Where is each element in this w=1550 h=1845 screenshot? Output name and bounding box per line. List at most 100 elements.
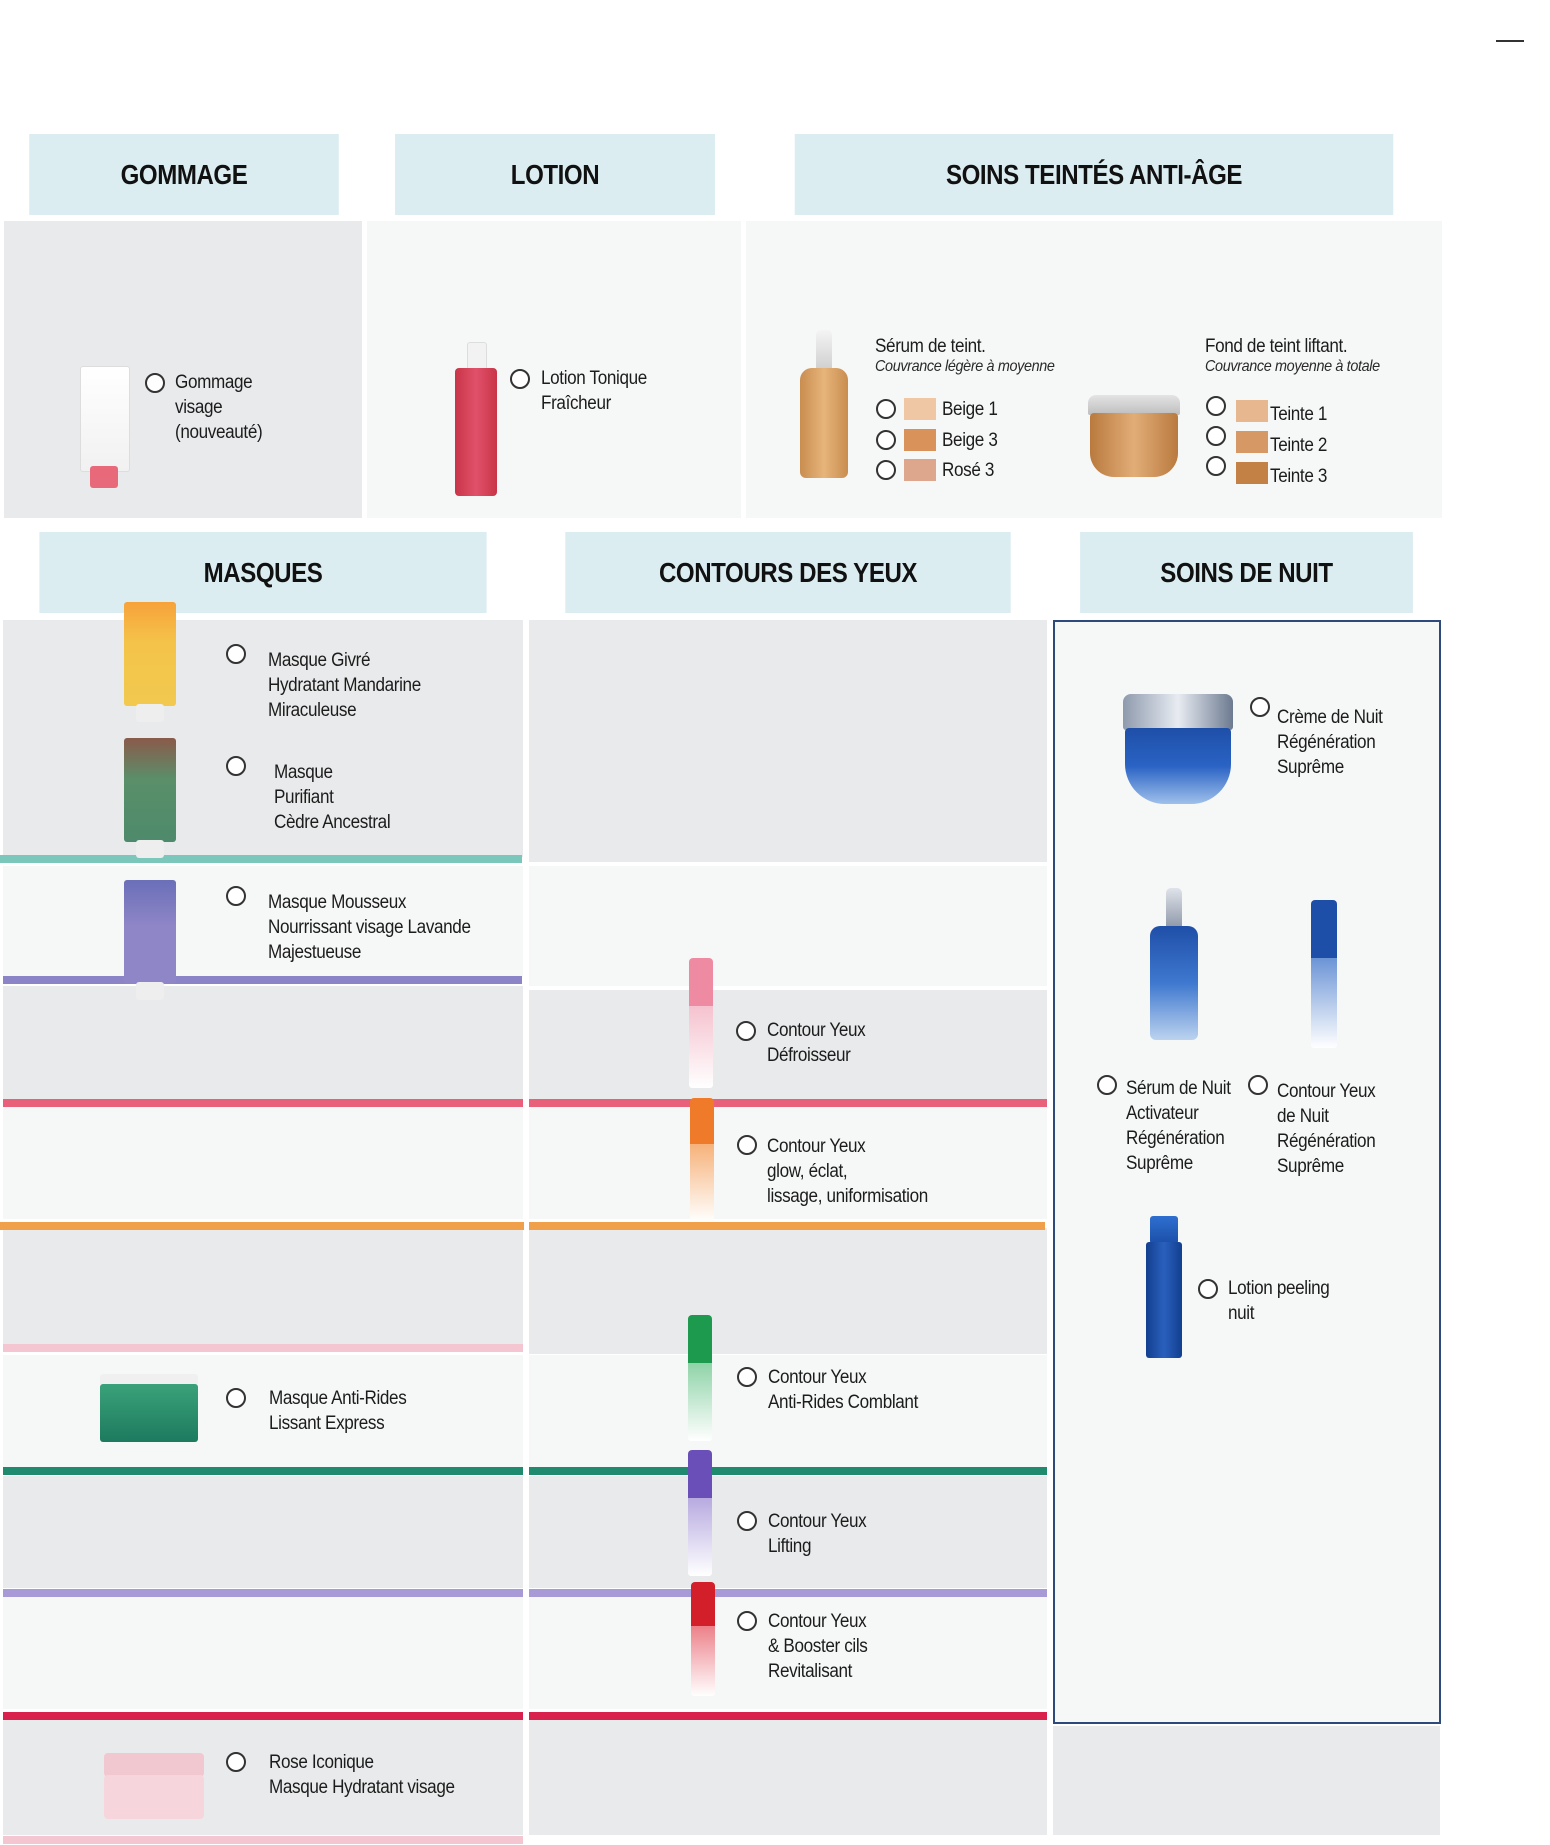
shade-radio-teinte-3[interactable] [1206,456,1226,476]
lotion-panel [367,221,741,518]
shade-swatch-beige-1 [904,398,936,420]
divider-crimson [529,1712,1047,1720]
contour-booster-tube-image [691,1582,715,1696]
masques-band [3,1355,523,1467]
divider-green [529,1467,1047,1475]
contours-band [529,620,1047,862]
masque-lavande-image [124,880,176,1000]
contour-label: Contour Yeux Lifting [768,1511,867,1557]
lotion-peeling-bottle-image [1146,1216,1182,1358]
serum-nuit-radio[interactable] [1097,1075,1117,1095]
masque-rose-jar-image [104,1753,204,1819]
shade-label: Teinte 2 [1270,435,1328,456]
shade-radio-beige-1[interactable] [876,399,896,419]
masque-mandarine-image [124,602,176,722]
masque-label: Masque Mousseux Nourrissant visage Lavan… [268,892,471,963]
contours-band [529,1476,1047,1588]
shade-swatch-teinte-1 [1236,400,1268,422]
shade-swatch-rose-3 [904,459,936,481]
header-gommage: GOMMAGE [29,134,339,215]
serum-teint-title: Sérum de teint. [875,336,986,357]
contours-band [529,1228,1047,1354]
header-masques: MASQUES [39,532,487,613]
masques-band [3,866,523,977]
masque-mandarine-radio[interactable] [226,644,246,664]
shade-swatch-beige-3 [904,429,936,451]
shade-radio-beige-3[interactable] [876,430,896,450]
contours-band [529,1597,1047,1709]
masques-band [3,1476,523,1588]
soins-nuit-panel [1053,620,1441,1724]
shade-swatch-teinte-2 [1236,431,1268,453]
masque-anti-rides-jar-image [100,1374,198,1442]
masque-lavande-radio[interactable] [226,886,246,906]
nuit-label: Lotion peeling nuit [1228,1278,1330,1324]
nuit-label: Sérum de Nuit Activateur Régénération Su… [1126,1078,1231,1174]
contour-glow-radio[interactable] [737,1135,757,1155]
masque-label: Rose Iconique Masque Hydratant visage [269,1752,455,1798]
corner-mark [1496,40,1524,42]
contour-lifting-tube-image [688,1450,712,1576]
masque-label: Masque Givré Hydratant Mandarine Miracul… [268,650,421,721]
shade-label: Teinte 3 [1270,466,1328,487]
creme-nuit-radio[interactable] [1250,697,1270,717]
soins-teintes-panel [746,221,1442,518]
masque-rose-radio[interactable] [226,1752,246,1772]
lotion-peeling-radio[interactable] [1198,1279,1218,1299]
gommage-radio[interactable] [145,373,165,393]
contour-label: Contour Yeux & Booster cils Revitalisant [768,1611,868,1682]
masque-cedre-radio[interactable] [226,756,246,776]
contour-defroisseur-radio[interactable] [736,1021,756,1041]
divider-coral [529,1099,1047,1107]
contours-band [529,1720,1047,1835]
fond-teint-subtitle: Couvrance moyenne à totale [1205,358,1380,375]
divider-lavender [3,976,522,984]
contour-glow-tube-image [690,1098,714,1222]
contour-anti-rides-tube-image [688,1315,712,1441]
gommage-panel [4,221,362,518]
contours-band [529,990,1047,1099]
fond-teint-jar-image [1088,395,1180,479]
nuit-label: Crème de Nuit Régénération Suprême [1277,707,1383,778]
nuit-label: Contour Yeux de Nuit Régénération Suprêm… [1277,1081,1376,1177]
contour-nuit-tube-image [1311,900,1337,1048]
masques-band [3,620,523,857]
masque-label: Masque Anti-Rides Lissant Express [269,1388,407,1434]
gommage-label: Gommage visage (nouveauté) [175,372,263,443]
contours-band [529,1107,1047,1219]
contour-label: Contour Yeux Anti-Rides Comblant [768,1367,918,1413]
shade-label: Teinte 1 [1270,404,1328,425]
contour-anti-rides-radio[interactable] [737,1367,757,1387]
shade-label: Beige 3 [942,430,998,451]
header-soins-teintes: SOINS TEINTÉS ANTI-ÂGE [794,134,1394,215]
divider-crimson [3,1712,523,1720]
masque-label: Masque Purifiant Cèdre Ancestral [274,762,391,833]
shade-radio-teinte-1[interactable] [1206,396,1226,416]
divider-teal [0,855,522,863]
header-contours: CONTOURS DES YEUX [565,532,1011,613]
gommage-tube-image [80,366,130,490]
lotion-radio[interactable] [510,369,530,389]
shade-radio-rose-3[interactable] [876,460,896,480]
shade-radio-teinte-2[interactable] [1206,426,1226,446]
contour-booster-radio[interactable] [737,1611,757,1631]
contour-defroisseur-tube-image [689,958,713,1088]
masque-anti-rides-radio[interactable] [226,1388,246,1408]
contour-label: Contour Yeux glow, éclat, lissage, unifo… [767,1136,928,1207]
masque-cedre-image [124,738,176,858]
shade-label: Beige 1 [942,399,998,420]
divider-pink [3,1836,523,1844]
masques-band [3,1720,523,1835]
serum-teint-subtitle: Couvrance légère à moyenne [875,358,1055,375]
header-lotion: LOTION [395,134,715,215]
contour-lifting-radio[interactable] [737,1511,757,1531]
divider-purple [529,1589,1047,1597]
masques-band [3,986,523,1099]
divider-coral [3,1099,523,1107]
header-soins-nuit: SOINS DE NUIT [1080,532,1413,613]
contour-nuit-radio[interactable] [1248,1075,1268,1095]
divider-orange [0,1222,524,1230]
masques-band [3,1107,523,1219]
contours-band [529,866,1047,986]
lotion-label: Lotion Tonique Fraîcheur [541,368,647,414]
